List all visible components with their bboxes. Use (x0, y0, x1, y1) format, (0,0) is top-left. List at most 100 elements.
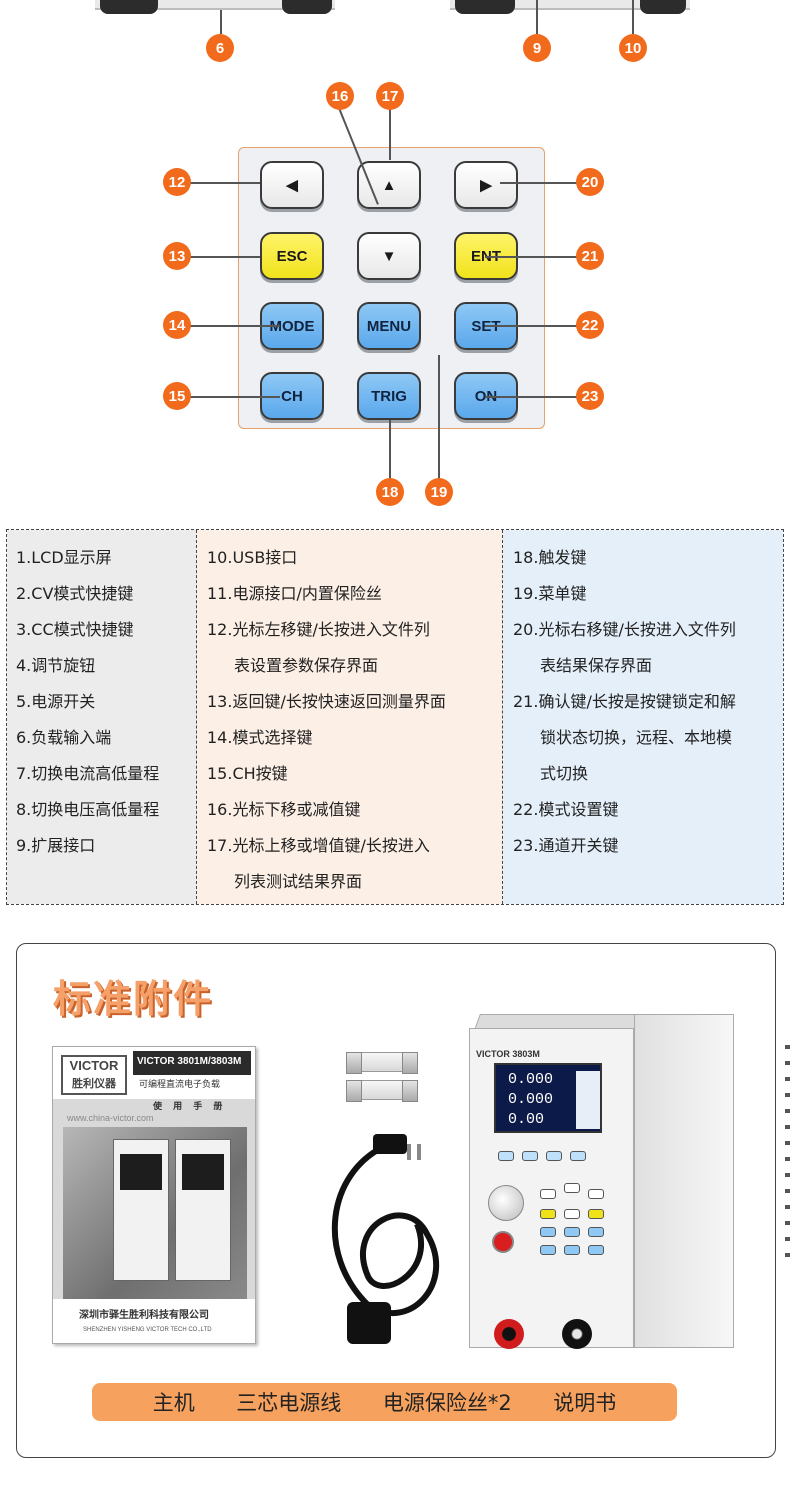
leader-20 (500, 182, 578, 184)
up-arrow-key[interactable]: ▲ (357, 161, 421, 209)
right-arrow-key[interactable]: ▶ (454, 161, 518, 209)
description-item: 2.CV模式快捷键 (16, 584, 134, 603)
description-item: 3.CC模式快捷键 (16, 620, 134, 639)
description-item: 5.电源开关 (16, 692, 96, 711)
description-column-2: 10.USB接口 11.电源接口/内置保险丝 12.光标左移键/长按进入文件列 … (197, 530, 503, 904)
manual-company-en: SHENZHEN YISHENG VICTOR TECH CO.,LTD (83, 1327, 212, 1333)
description-item: 21.确认键/长按是按键锁定和解 (513, 692, 736, 711)
esc-key[interactable]: ESC (260, 232, 324, 280)
device-lcd-screen: 0.000 0.000 0.00 (494, 1063, 602, 1133)
device-front: VICTOR 3803M 0.000 0.000 0.00 (469, 1028, 634, 1349)
device-key (564, 1227, 580, 1237)
left-arrow-key[interactable]: ◀ (260, 161, 324, 209)
fuse-icon (346, 1052, 418, 1074)
device-side (634, 1014, 790, 1348)
manual-footer: 深圳市驿生胜利科技有限公司 SHENZHEN YISHENG VICTOR TE… (53, 1299, 255, 1343)
description-item: 23.通道开关键 (513, 836, 619, 855)
device-range-key (546, 1151, 562, 1161)
leader-21 (485, 256, 578, 258)
description-item: 17.光标上移或增值键/长按进入 (207, 836, 430, 855)
lcd-current-value: 0.000 (508, 1091, 554, 1108)
device-foot (455, 0, 515, 14)
callout-badge-18: 18 (376, 478, 404, 506)
device-key (540, 1227, 556, 1237)
description-item: 1.LCD显示屏 (16, 548, 112, 567)
lcd-power-value: 0.00 (508, 1111, 545, 1128)
callout-badge-17: 17 (376, 82, 404, 110)
fuse-icon (346, 1080, 418, 1102)
description-item-continued: 锁状态切换，远程、本地模 (540, 728, 733, 747)
description-item: 7.切换电流高低量程 (16, 764, 160, 783)
callout-badge-15: 15 (163, 382, 191, 410)
manual-logo: VICTOR 胜利仪器 (61, 1055, 127, 1095)
device-knob-icon (488, 1185, 524, 1221)
leader-18 (389, 420, 391, 480)
manual-company: 深圳市驿生胜利科技有限公司 (79, 1310, 209, 1321)
down-arrow-key[interactable]: ▼ (357, 232, 421, 280)
callout-badge-14: 14 (163, 311, 191, 339)
manual-doc-type: 使 用 手 册 (153, 1102, 227, 1112)
device-foot (282, 0, 332, 14)
mode-key[interactable]: MODE (260, 302, 324, 350)
device-key (588, 1227, 604, 1237)
callout-leader (220, 10, 222, 34)
callout-badge-6: 6 (206, 34, 234, 62)
callout-badge-23: 23 (576, 382, 604, 410)
description-item: 10.USB接口 (207, 548, 298, 567)
callout-badge-10: 10 (619, 34, 647, 62)
description-item: 8.切换电压高低量程 (16, 800, 160, 819)
manual-logo-cn: 胜利仪器 (72, 1078, 116, 1090)
description-item: 13.返回键/长按快速返回测量界面 (207, 692, 446, 711)
device-brand: VICTOR 3803M (476, 1049, 540, 1059)
device-base-right (450, 0, 690, 10)
leader-17 (389, 108, 391, 160)
callout-badge-9: 9 (523, 34, 551, 62)
callout-leader (632, 0, 634, 34)
description-table: 1.LCD显示屏 2.CV模式快捷键 3.CC模式快捷键 4.调节旋钮 5.电源… (6, 529, 784, 905)
callout-badge-12: 12 (163, 168, 191, 196)
device-key (588, 1189, 604, 1199)
description-item: 22.模式设置键 (513, 800, 619, 819)
device-key (540, 1245, 556, 1255)
manual-model-header: VICTOR 3801M/3803M (133, 1051, 251, 1075)
leader-19 (438, 355, 440, 481)
callout-badge-21: 21 (576, 242, 604, 270)
device-key (540, 1189, 556, 1199)
device-key (588, 1209, 604, 1219)
keypad-panel: ◀ ▲ ▶ ESC ▼ ENT MODE MENU SET CH TRIG ON (238, 147, 545, 429)
leader-13 (190, 256, 260, 258)
description-item: 19.菜单键 (513, 584, 587, 603)
description-item: 18.触发键 (513, 548, 587, 567)
menu-key[interactable]: MENU (357, 302, 421, 350)
leader-14 (190, 325, 280, 327)
description-item: 9.扩展接口 (16, 836, 96, 855)
description-item: 4.调节旋钮 (16, 656, 96, 675)
electronic-load-device-image: VICTOR 3803M 0.000 0.000 0.00 (469, 1014, 790, 1354)
accessory-item-fuse: 电源保险丝*2 (382, 1391, 512, 1415)
description-column-1: 1.LCD显示屏 2.CV模式快捷键 3.CC模式快捷键 4.调节旋钮 5.电源… (7, 530, 197, 904)
leader-15 (190, 396, 280, 398)
description-item-continued: 表结果保存界面 (540, 656, 653, 675)
user-manual-image: VICTOR 胜利仪器 VICTOR 3801M/3803M 可编程直流电子负载… (52, 1046, 256, 1344)
device-key (564, 1245, 580, 1255)
leader-22 (485, 325, 578, 327)
ch-key[interactable]: CH (260, 372, 324, 420)
description-item: 6.负载输入端 (16, 728, 112, 747)
description-item: 12.光标左移键/长按进入文件列 (207, 620, 430, 639)
leader-23 (485, 396, 578, 398)
description-item: 15.CH按键 (207, 764, 288, 783)
description-item: 14.模式选择键 (207, 728, 313, 747)
trig-key[interactable]: TRIG (357, 372, 421, 420)
accessories-list-bar: 主机 三芯电源线 电源保险丝*2 说明书 (92, 1383, 677, 1421)
device-range-key (570, 1151, 586, 1161)
description-item-continued: 式切换 (540, 764, 589, 783)
description-item: 20.光标右移键/长按进入文件列 (513, 620, 736, 639)
manual-header-area: VICTOR 胜利仪器 VICTOR 3801M/3803M 可编程直流电子负载 (53, 1047, 255, 1099)
device-bottom-strip (0, 0, 790, 70)
callout-badge-22: 22 (576, 311, 604, 339)
callout-badge-13: 13 (163, 242, 191, 270)
device-power-switch (492, 1231, 514, 1253)
device-cv-key (498, 1151, 514, 1161)
device-key (540, 1209, 556, 1219)
accessories-panel: 标准附件 VICTOR 胜利仪器 VICTOR 3801M/3803M 可编程直… (16, 943, 790, 1458)
